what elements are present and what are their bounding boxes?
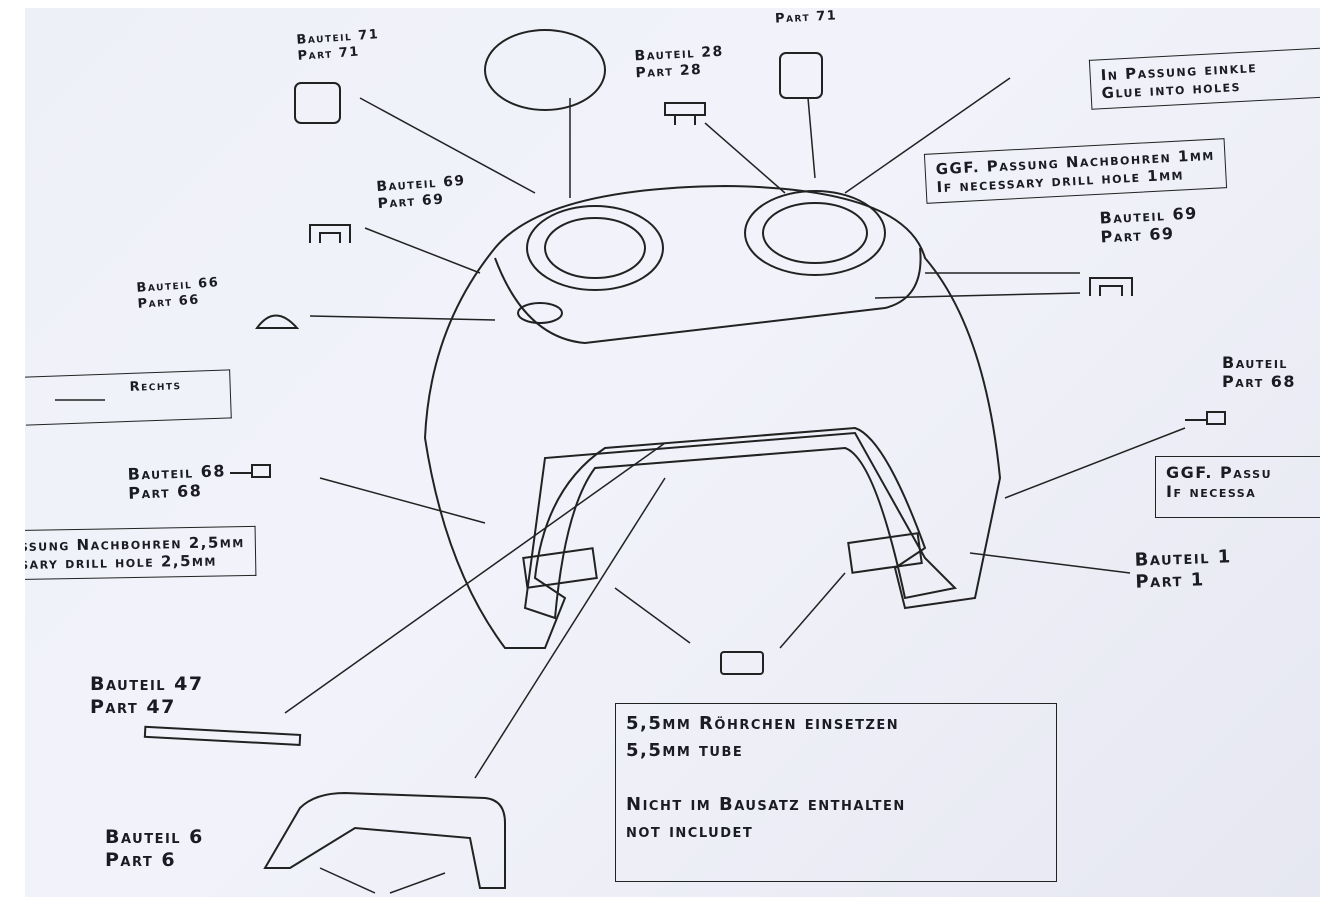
- part47: [143, 725, 302, 746]
- part69-left: [309, 224, 351, 243]
- turret-roof: [494, 247, 922, 345]
- part68-right: [1185, 411, 1226, 425]
- part-ring: [484, 29, 606, 111]
- leader-lines: [55, 77, 1186, 894]
- turret-body: [423, 184, 1002, 649]
- part28: [664, 102, 706, 125]
- note-rechts: Rechts: [25, 369, 232, 426]
- label-part71-top: Part 71: [774, 8, 838, 27]
- part6: [263, 791, 506, 889]
- part66: [255, 314, 300, 329]
- assembly-drawing: [55, 29, 1226, 894]
- part71-left: [294, 82, 341, 124]
- part69-right: [1089, 277, 1133, 296]
- part71-right: [779, 52, 823, 99]
- part68-left: [230, 464, 271, 478]
- hatch-ring-left: [526, 205, 664, 291]
- hatch-ring-right: [744, 190, 886, 276]
